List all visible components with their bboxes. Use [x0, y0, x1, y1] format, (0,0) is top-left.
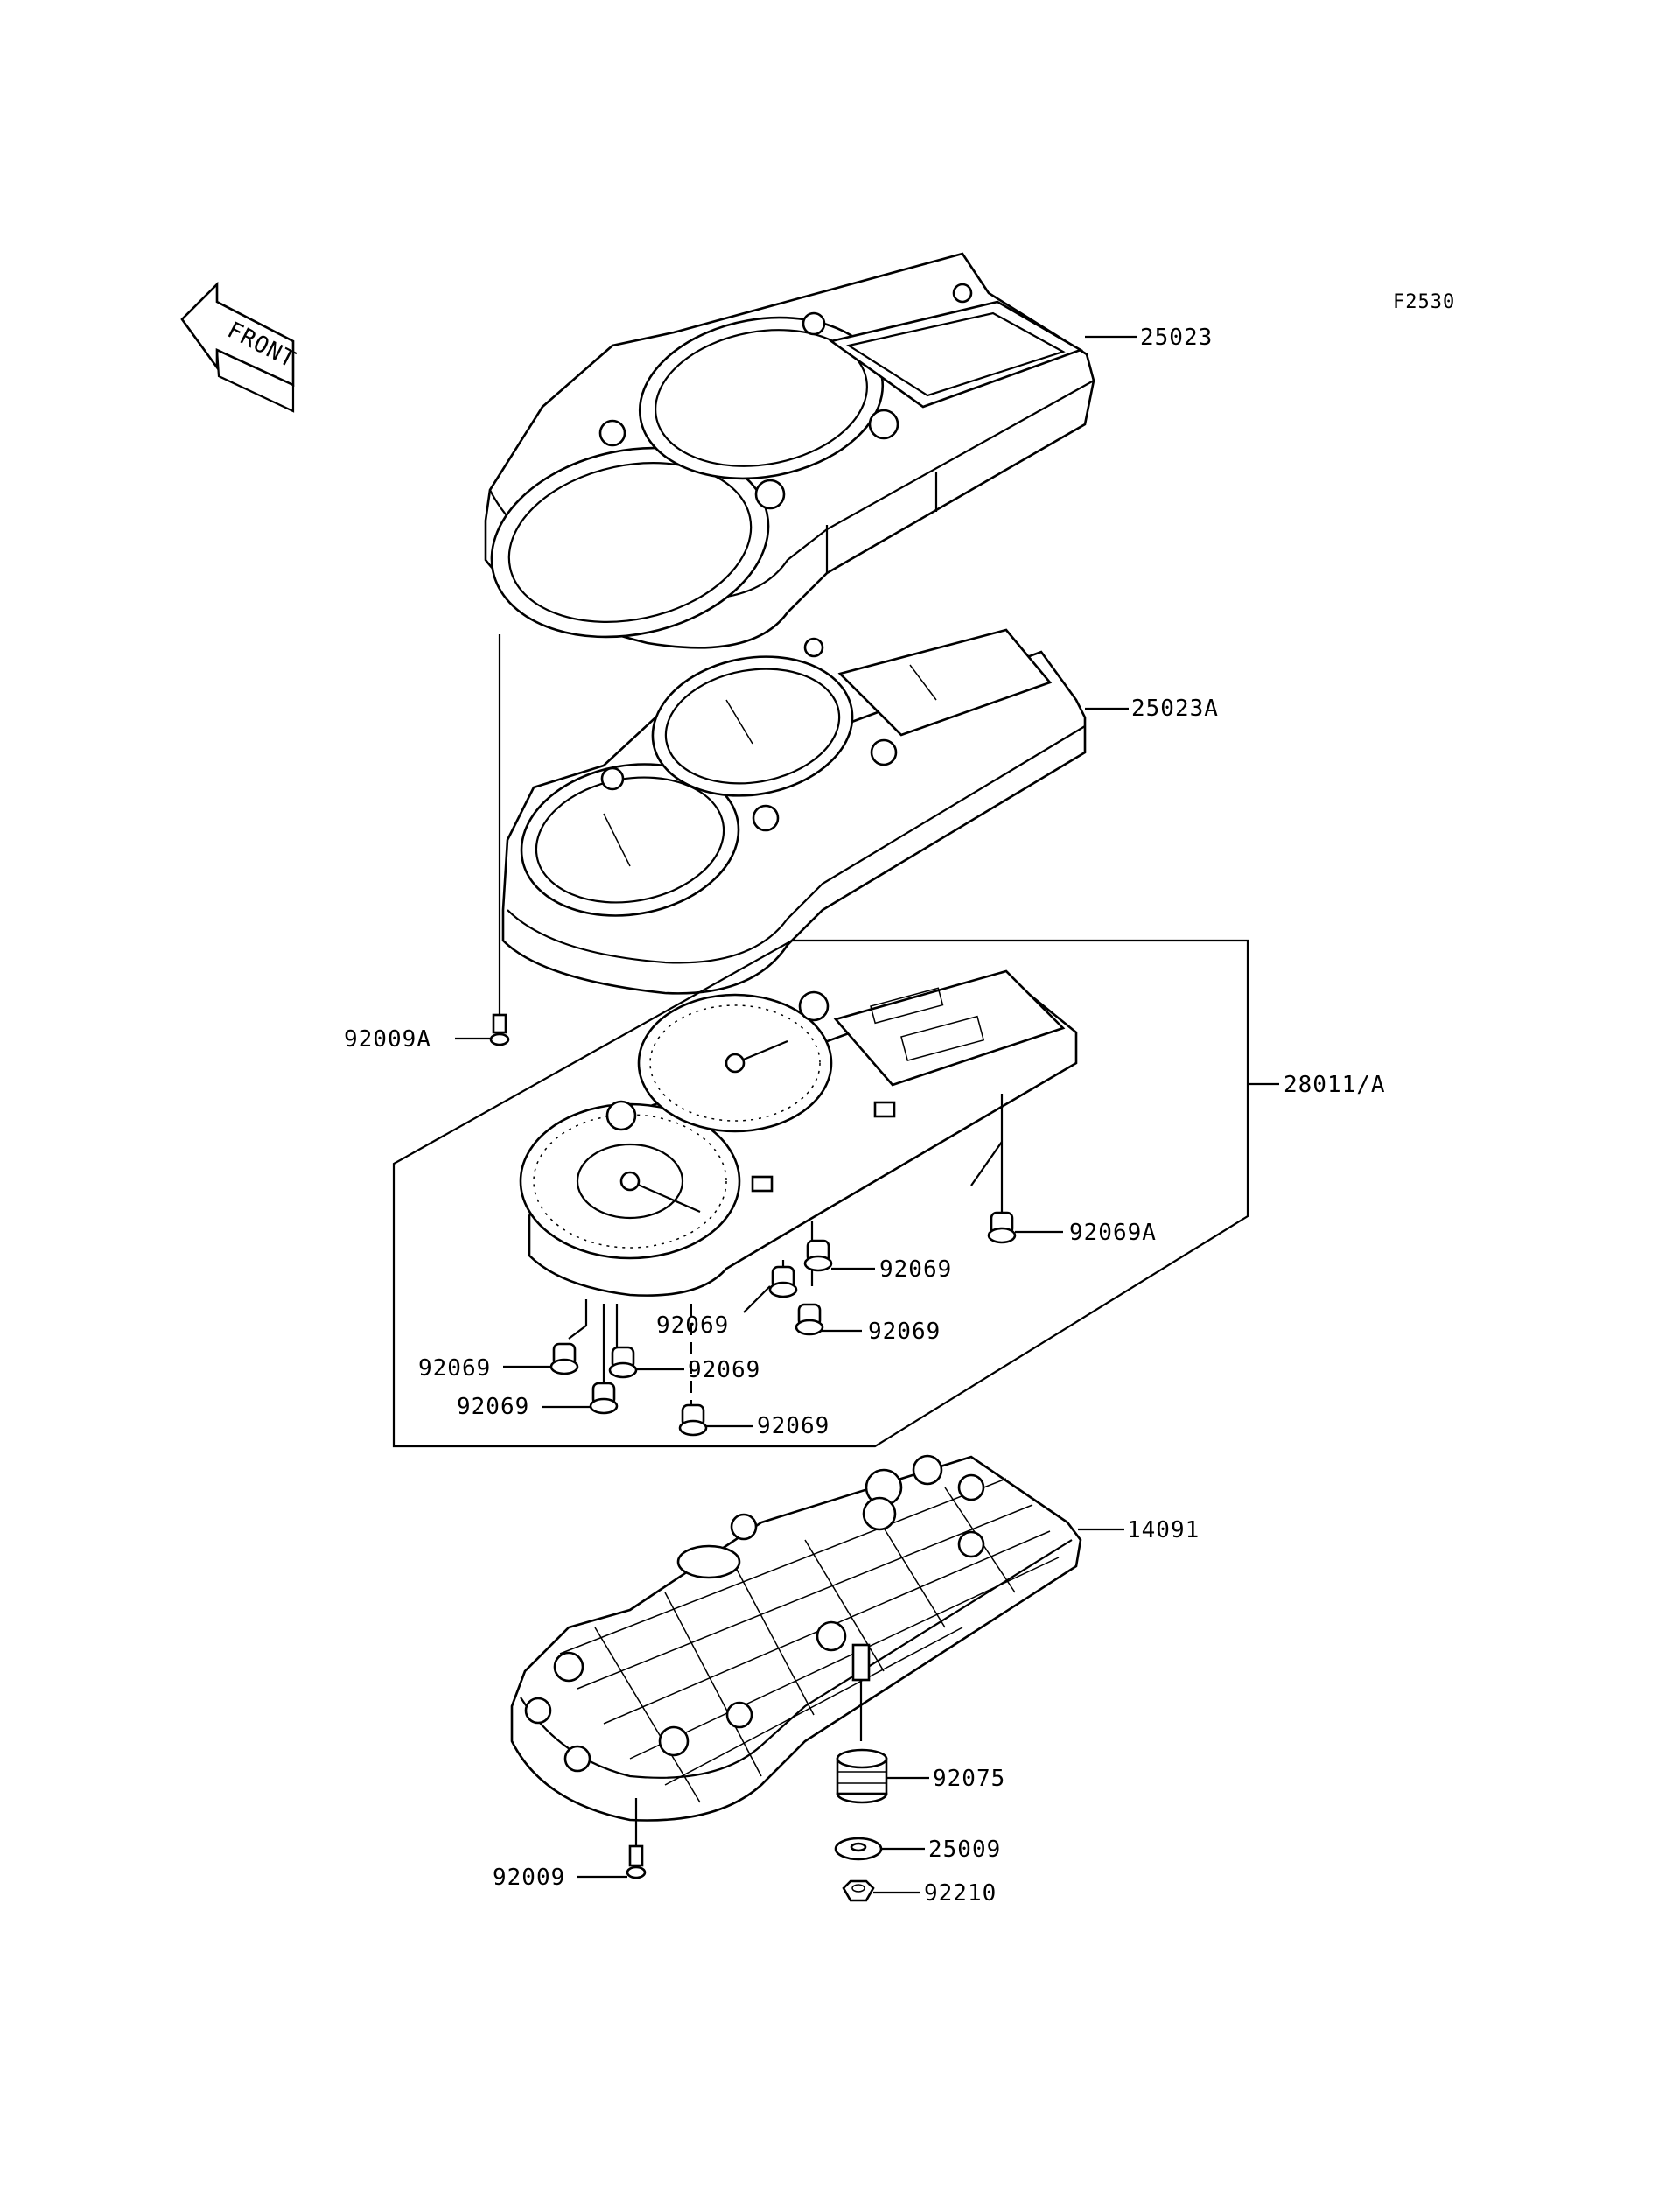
label-25009: 25009 [928, 1837, 1001, 1863]
bulb-icon [678, 1403, 708, 1437]
label-92009A: 92009A [344, 1026, 431, 1053]
bulb-icon [768, 1265, 798, 1298]
label-92069-1: 92069 [879, 1256, 952, 1283]
bulb-icon [550, 1342, 579, 1375]
label-92069-7: 92069 [757, 1413, 830, 1439]
label-92210: 92210 [924, 1880, 997, 1907]
label-92069A: 92069A [1069, 1220, 1157, 1246]
front-arrow-icon: FRONT [180, 281, 300, 413]
screw-92009 [626, 1844, 647, 1879]
assembly-28011-outline [392, 939, 1250, 1448]
label-92069-5: 92069 [688, 1357, 760, 1383]
damper-92075 [836, 1748, 888, 1804]
bulb-icons [550, 1211, 1017, 1437]
bulb-icon [589, 1382, 619, 1415]
label-92009: 92009 [493, 1865, 565, 1891]
bulb-icon [608, 1346, 638, 1379]
stud [851, 1643, 871, 1741]
label-92069-4: 92069 [418, 1355, 491, 1382]
label-92075: 92075 [933, 1766, 1005, 1792]
label-25023: 25023 [1140, 325, 1213, 351]
meter-case [501, 628, 1087, 995]
label-92069-2: 92069 [656, 1312, 729, 1339]
screw-92009A [489, 1013, 510, 1046]
washer-25009 [834, 1837, 883, 1861]
label-92069-6: 92069 [457, 1394, 529, 1420]
label-14091: 14091 [1127, 1517, 1200, 1543]
nut-92210 [842, 1879, 875, 1902]
bulb-icon [803, 1239, 833, 1272]
label-92069-3: 92069 [868, 1319, 941, 1345]
lower-cover [510, 1454, 1082, 1822]
label-28011A: 28011/A [1284, 1072, 1386, 1098]
meter-assembly [519, 969, 1078, 1297]
bulb-icon [794, 1303, 824, 1336]
label-25023A: 25023A [1131, 696, 1219, 722]
figure-id: F2530 [1393, 291, 1455, 313]
upper-meter-cover [484, 252, 1096, 649]
bulb-icon [987, 1211, 1017, 1244]
